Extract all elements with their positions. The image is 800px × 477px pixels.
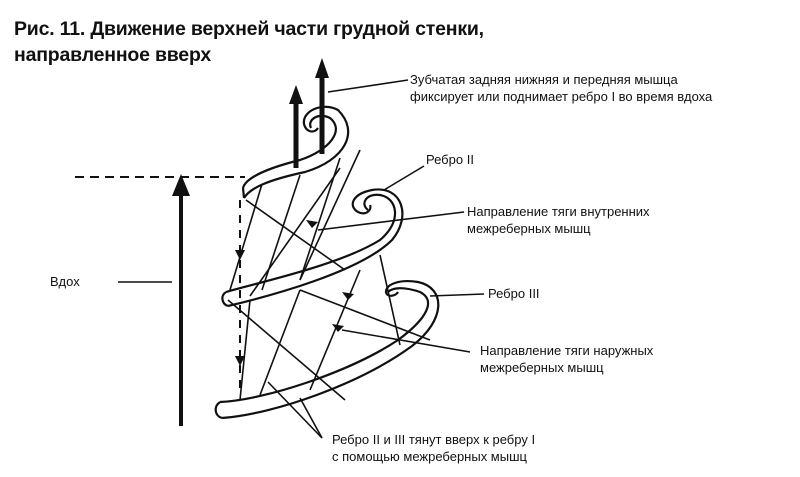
muscle-label-line-2: фиксирует или поднимает ребро I во время… bbox=[410, 89, 713, 104]
external-pull-leader-line bbox=[341, 329, 471, 353]
intercostal-lines bbox=[227, 149, 431, 401]
internal-pull-label-line-1: Направление тяги внутренних bbox=[467, 204, 650, 219]
muscle-leader-line bbox=[327, 79, 409, 93]
inhale-label: Вдох bbox=[50, 274, 80, 289]
muscle-label-line-1: Зубчатая задняя нижняя и передняя мышца bbox=[410, 72, 678, 87]
pull-leader-line-b bbox=[299, 397, 323, 439]
pull-label-line-2: с помощью межреберных мышц bbox=[332, 449, 527, 464]
internal-pull-label-line-2: межреберных мышц bbox=[467, 221, 591, 236]
figure-title-line-1: Рис. 11. Движение верхней части грудной … bbox=[14, 18, 484, 40]
rib-3-label: Ребро III bbox=[488, 286, 540, 301]
rib-2-label: Ребро II bbox=[426, 152, 474, 167]
external-pull-label-line-2: межреберных мышц bbox=[480, 360, 604, 375]
rib-2-leader-line bbox=[383, 165, 425, 191]
inhale-arrow-head bbox=[172, 174, 190, 196]
pull-leader-line-a bbox=[267, 381, 323, 439]
rib-3-leader-line bbox=[429, 293, 485, 297]
rib-1 bbox=[241, 105, 350, 199]
internal-pull-leader-line bbox=[317, 211, 465, 231]
pull-label-line-1: Ребро II и III тянут вверх к ребру I bbox=[332, 432, 536, 447]
rib-3 bbox=[214, 280, 440, 420]
rib-2 bbox=[221, 188, 404, 308]
external-pull-label-line-1: Направление тяги наружных bbox=[480, 343, 654, 358]
pull-arrow-markers bbox=[235, 220, 354, 366]
figure-title-line-2: направленное вверх bbox=[14, 44, 212, 66]
rib-1-lift-arrows bbox=[289, 58, 329, 168]
